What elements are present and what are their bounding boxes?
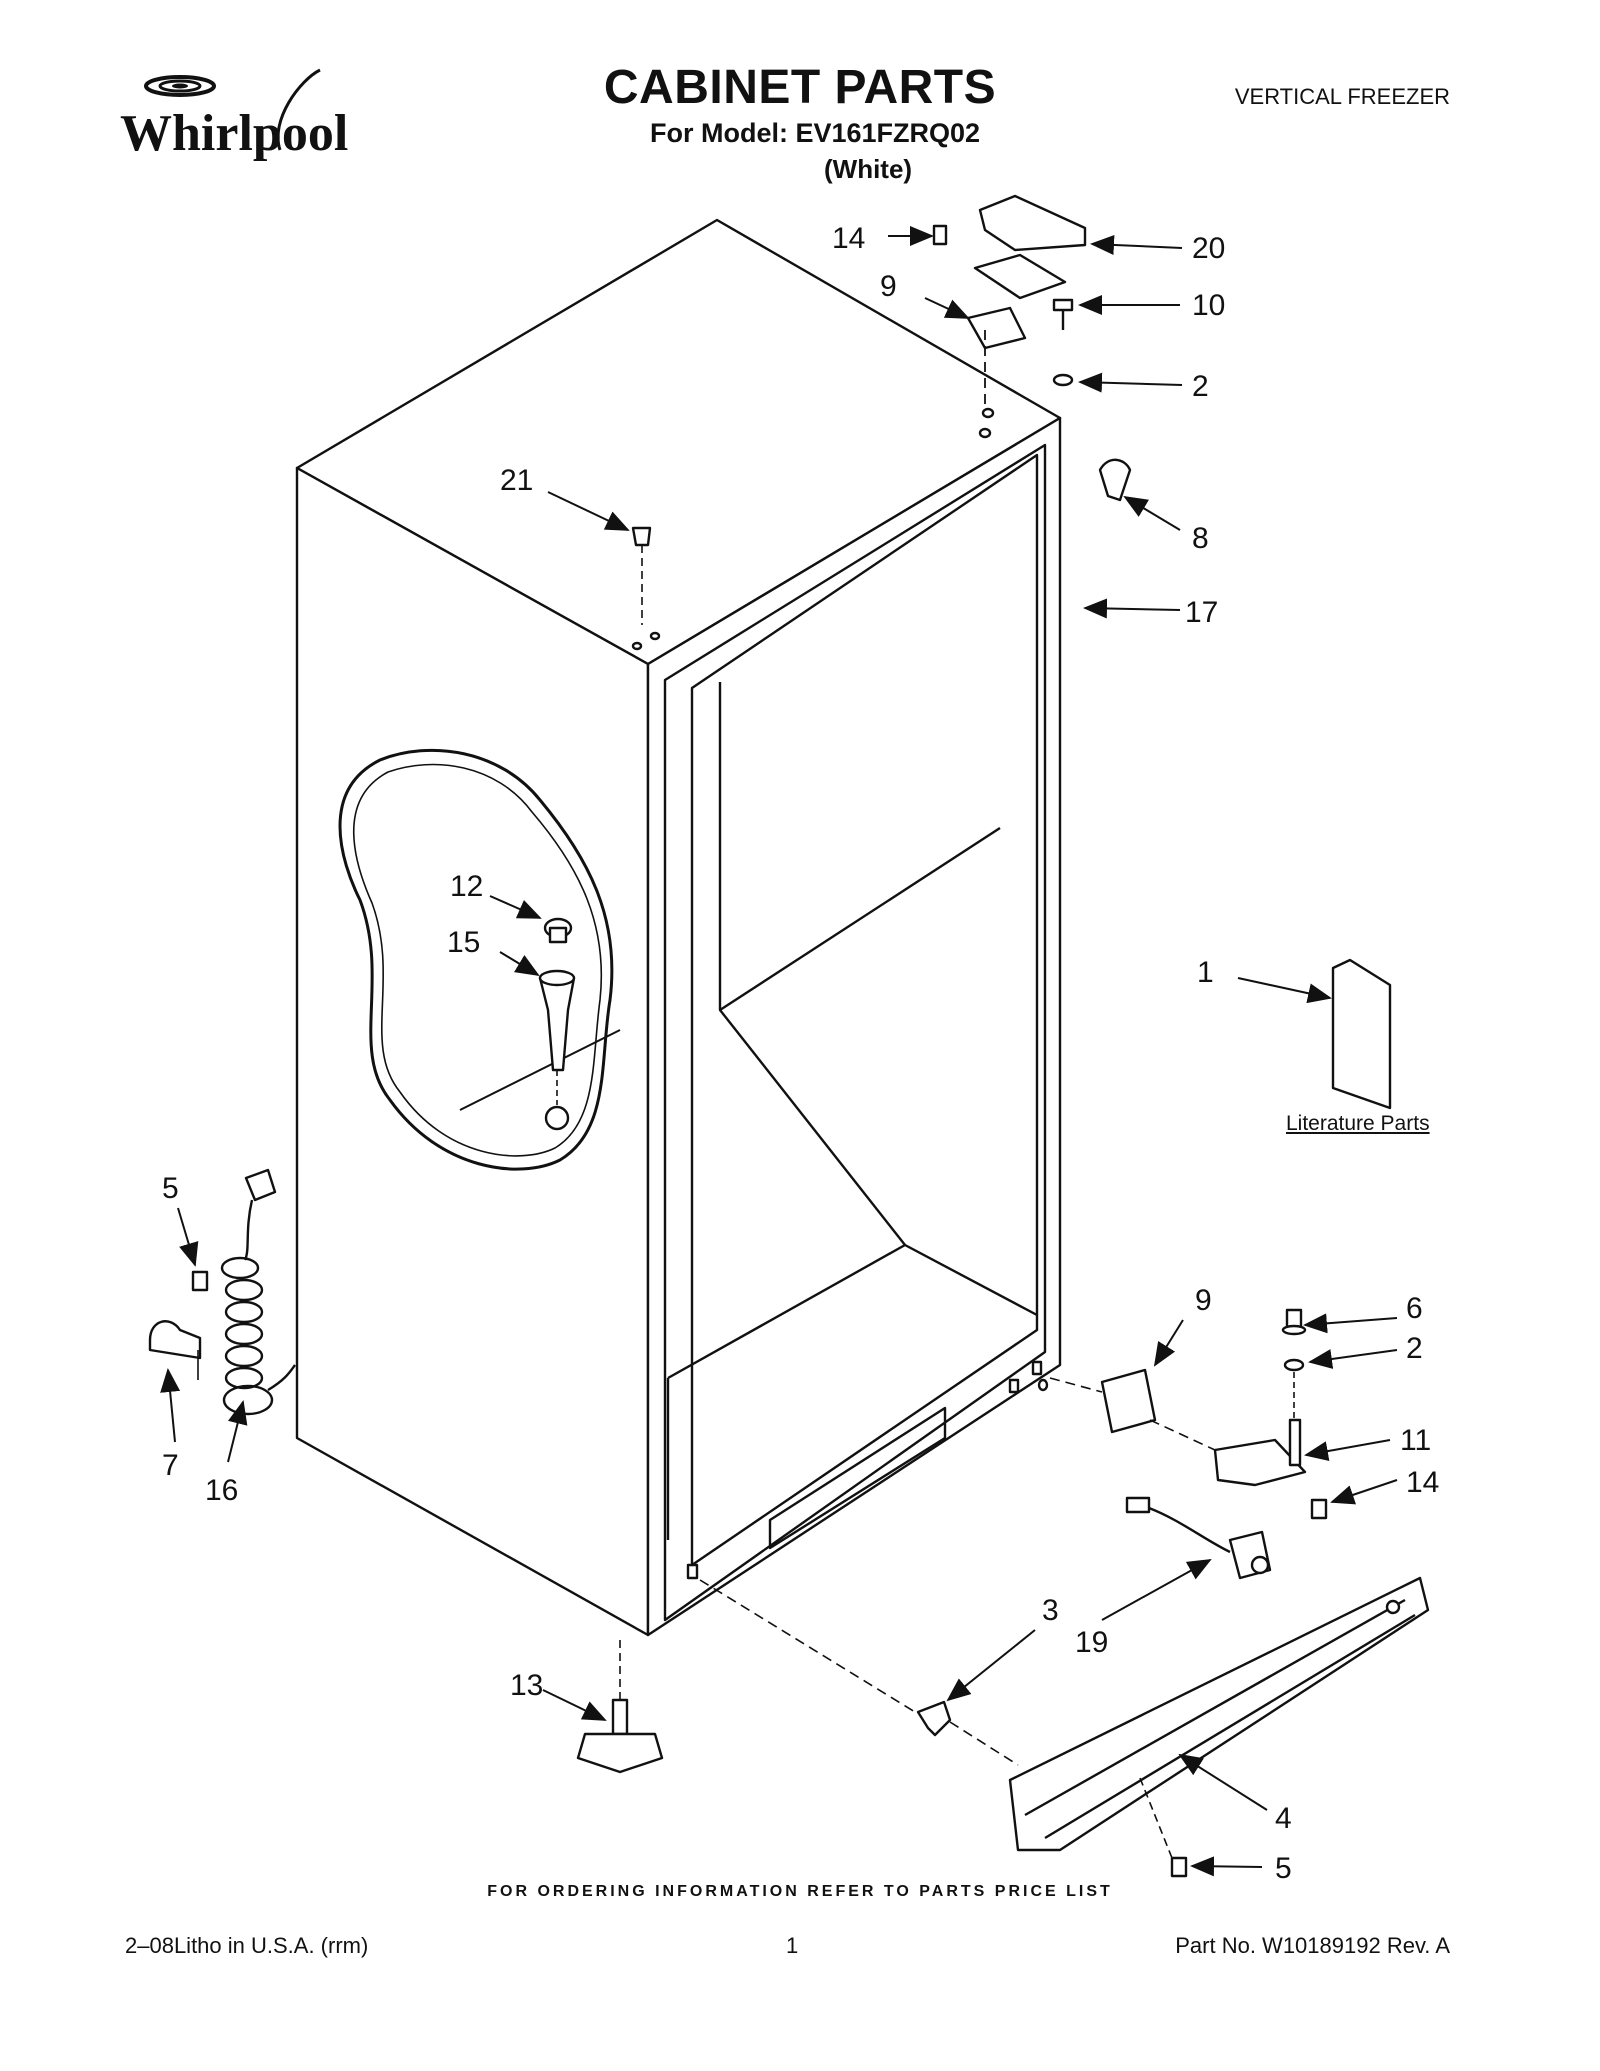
callout-17: 17 [1185, 596, 1218, 629]
leveling-leg [576, 1640, 664, 1774]
callout-1: 1 [1197, 956, 1214, 989]
callout-11: 11 [1400, 1424, 1431, 1457]
callout-leaders [160, 226, 1398, 1877]
callout-labels: 14 20 9 10 2 21 8 17 12 15 1 5 7 16 9 6 … [162, 222, 1439, 1885]
power-cord-assembly [148, 1168, 296, 1416]
whirlpool-logo: Whirlpool [120, 60, 400, 170]
callout-12: 12 [450, 870, 483, 903]
callout-6: 6 [1406, 1292, 1423, 1325]
callout-9: 9 [880, 270, 897, 303]
callout-10: 10 [1192, 289, 1225, 322]
callout-9-bottom: 9 [1195, 1284, 1212, 1317]
page-title: CABINET PARTS [603, 61, 997, 114]
door-stop-part [1098, 458, 1132, 502]
callout-14-bottom: 14 [1406, 1466, 1439, 1499]
callout-19: 19 [1075, 1626, 1108, 1659]
whirlpool-logo-mark: Whirlpool [120, 68, 348, 162]
page-number: 1 [786, 1933, 799, 1958]
drain-plug-assembly [538, 917, 576, 1131]
callout-7: 7 [162, 1449, 179, 1482]
callout-21: 21 [500, 464, 533, 497]
callout-5-bottom: 5 [1275, 1852, 1292, 1885]
callout-14: 14 [832, 222, 865, 255]
literature-booklet [1331, 958, 1392, 1110]
toe-grille [1008, 1576, 1430, 1878]
callout-2-bottom: 2 [1406, 1332, 1423, 1365]
brand-wordmark: Whirlpool [120, 105, 348, 162]
product-category: VERTICAL FREEZER [1234, 84, 1450, 109]
callout-16: 16 [205, 1474, 238, 1507]
callout-4: 4 [1275, 1802, 1292, 1835]
bottom-hinge-assembly [1049, 1308, 1328, 1520]
model-variant: (White) [824, 154, 913, 184]
callout-2: 2 [1192, 370, 1209, 403]
callout-20: 20 [1192, 232, 1225, 265]
callout-13: 13 [510, 1669, 543, 1702]
callout-5: 5 [162, 1172, 179, 1205]
wiring-harness [1125, 1496, 1272, 1580]
plug-part [631, 526, 652, 625]
cabinet-cutaway [338, 748, 621, 1171]
ordering-note: FOR ORDERING INFORMATION REFER TO PARTS … [487, 1883, 1113, 1900]
callout-3: 3 [1042, 1594, 1059, 1627]
part-number: Part No. W10189192 Rev. A [1175, 1933, 1450, 1958]
callout-15: 15 [447, 926, 480, 959]
callout-8: 8 [1192, 522, 1209, 555]
grille-clip [699, 1579, 1019, 1766]
top-hinge-assembly [932, 194, 1087, 410]
model-line: For Model: EV161FZRQ02 [650, 118, 981, 148]
literature-parts-label: Literature Parts [1286, 1112, 1430, 1135]
litho-info: 2–08Litho in U.S.A. (rrm) [125, 1933, 369, 1958]
